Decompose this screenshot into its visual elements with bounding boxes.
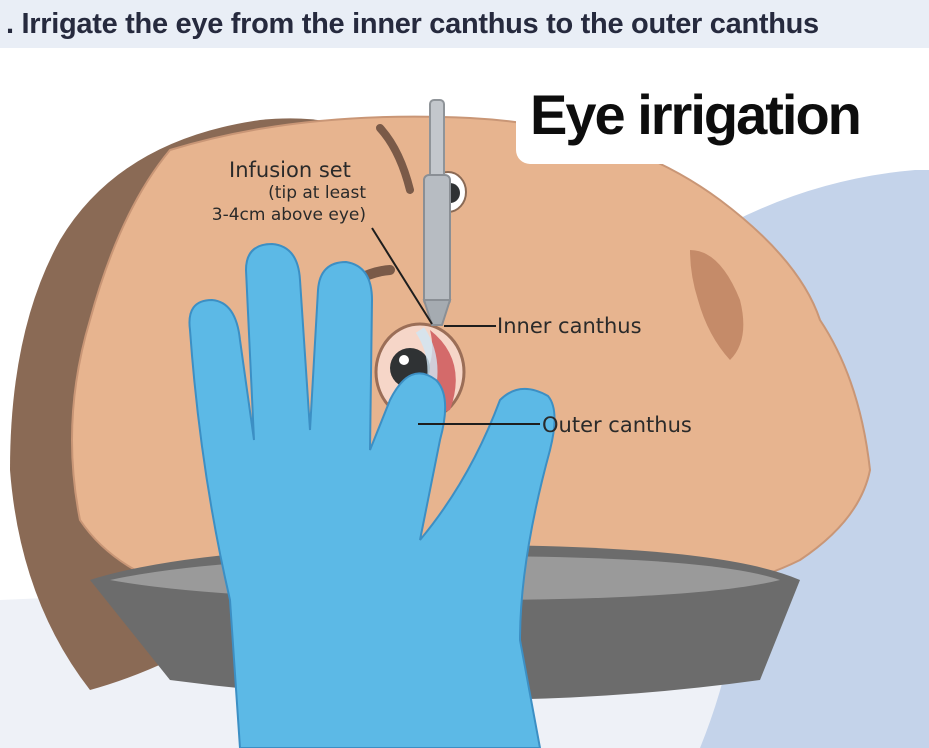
inner-canthus-label: Inner canthus [497,314,642,338]
header-instruction: . Irrigate the eye from the inner canthu… [6,8,819,40]
infusion-note-line-2: 3-4cm above eye) [211,205,366,225]
gloved-hand-icon [188,242,556,748]
pupil-highlight [399,355,409,365]
infusion-callout-line [371,227,433,325]
outer-canthus-label: Outer canthus [542,413,692,437]
infusion-set-label: Infusion set [229,158,351,182]
header-bar [0,0,929,48]
upper-brow [376,124,414,194]
infusion-tube-icon [422,99,452,326]
diagram-title: Eye irrigation [530,83,862,146]
title-box [516,60,929,164]
eye-irrigation-illustration [0,48,929,748]
nose [690,250,744,360]
infusion-note-line-1: (tip at least [268,183,366,203]
